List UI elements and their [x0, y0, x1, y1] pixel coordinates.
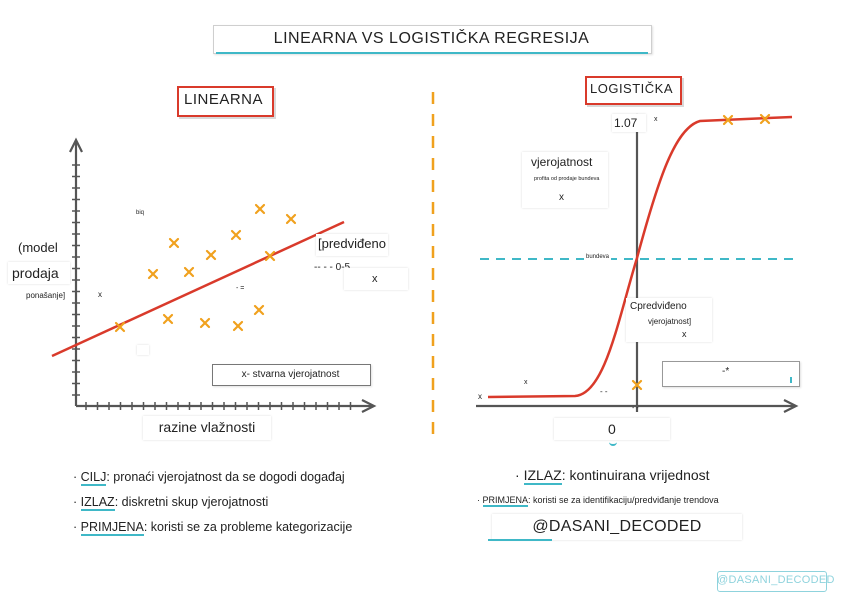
logistic-legend-box [662, 361, 800, 387]
linear-pred-label: [predviđeno [318, 236, 386, 251]
handle: @DASANI_DECODED [532, 518, 702, 535]
data-point-cross [183, 266, 195, 278]
linear-ylabel-bg [8, 262, 70, 284]
bullet-text: : pronaći vjerojatnost da se dogodi doga… [106, 470, 345, 484]
logistic-zero: 0 [608, 421, 616, 437]
data-point-cross [264, 250, 276, 262]
bullet-item: · PRIMJENA: koristi se za identifikaciju… [474, 494, 722, 507]
logistic-legend-tick [790, 377, 792, 383]
linear-xlabel: razine vlažnosti [158, 419, 256, 435]
handle-underline [488, 539, 552, 541]
title-underline [216, 52, 648, 54]
logistic-prob-sub: profita od prodaje bundeva [534, 176, 600, 182]
bullet-dot: · [515, 467, 524, 483]
data-point-cross [147, 268, 159, 280]
linear-pred-x: x [372, 273, 378, 285]
watermark-box [717, 571, 827, 592]
logistic-prob-bg [522, 152, 608, 208]
linear-xlabel-bg [143, 416, 271, 440]
bullet-text: : diskretni skup vjerojatnosti [114, 495, 269, 509]
bullet-text: : koristi se za probleme kategorizacije [143, 520, 353, 534]
bullet-key: PRIMJENA [482, 495, 529, 507]
bullet-key: IZLAZ [523, 467, 562, 485]
linear-pred-x-box [344, 268, 408, 290]
logistic-pred-label-2: vjerojatnost] [648, 317, 692, 326]
bullet-dot: · [73, 470, 81, 484]
data-point-cross [253, 304, 265, 316]
logistic-pred-label-1: Cpredviđeno [630, 301, 687, 312]
linear-pred-bg [316, 234, 388, 256]
logistic-origin-mark: - - [632, 405, 639, 412]
bullet-item: · IZLAZ: diskretni skup vjerojatnosti [70, 494, 272, 511]
bullet-key: IZLAZ [80, 495, 115, 511]
data-point-cross [162, 313, 174, 325]
data-point-cross [285, 213, 297, 225]
logistic-ytop-x: x [654, 116, 658, 123]
logistic-threshold-label: bundeva [584, 254, 612, 260]
bullet-dot: · [73, 495, 81, 509]
bullet-item: · CILJ: pronaći vjerojatnost da se dogod… [70, 469, 348, 486]
page-title: LINEARNA VS LOGISTIČKA REGRESIJA [273, 30, 590, 47]
linear-heading-box [177, 86, 274, 117]
data-point-cross [722, 114, 734, 126]
data-point-cross [759, 113, 771, 125]
linear-legend-box [212, 364, 371, 386]
linear-heading: LINEARNA [183, 91, 264, 108]
data-point-cross [199, 317, 211, 329]
logistic-axis-dashes: - - [600, 387, 608, 396]
data-point-cross [205, 249, 217, 261]
logistic-ytop: 1.07 [614, 116, 638, 130]
data-point-cross [254, 203, 266, 215]
bullet-item: · PRIMJENA: koristi se za probleme kateg… [70, 519, 356, 536]
linear-ylabel-model: (model [18, 240, 58, 255]
linear-legend: x- stvarna vjerojatnost [241, 369, 340, 380]
bullet-text: : kontinuirana vrijednost [561, 467, 710, 483]
logistic-prob-label: vjerojatnost [531, 155, 593, 169]
data-point-cross [230, 229, 242, 241]
linear-ylabel-prodaja: prodaja [12, 265, 59, 281]
data-point-cross [631, 379, 643, 391]
handle-bg [492, 514, 742, 540]
bullet-key: CILJ [80, 470, 107, 486]
data-point-cross [114, 321, 126, 333]
bullet-item: · IZLAZ: kontinuirana vrijednost [512, 466, 713, 485]
bullet-text: : koristi se za identifikaciju/predviđan… [528, 495, 719, 505]
linear-x-mark: x [98, 290, 102, 299]
logistic-legend-mark: -* [722, 366, 730, 377]
data-point-cross [232, 320, 244, 332]
logistic-prob-x: x [559, 192, 564, 203]
linear-blank-patch [137, 345, 149, 355]
linear-ylabel-ponasanje: ponašanje] [26, 291, 66, 300]
logistic-pred-x: x [682, 329, 687, 339]
logistic-zero-bg [554, 418, 670, 440]
bullet-key: PRIMJENA [80, 520, 144, 536]
logistic-axis-x-left: x [478, 392, 482, 401]
linear-pred-range: -- - - 0-5 [314, 262, 351, 273]
watermark: @DASANI_DECODED [717, 574, 835, 586]
bullet-dot: · [477, 495, 483, 505]
logistic-zero-accent [609, 440, 617, 446]
linear-minor-mark: - = [236, 285, 245, 292]
linear-tiny-label: biq [136, 210, 145, 216]
logistic-pred-bg [626, 298, 712, 342]
logistic-axis-x-mid: x [524, 379, 528, 386]
logistic-ytop-bg [612, 114, 646, 132]
bullet-dot: · [73, 520, 81, 534]
data-point-cross [168, 237, 180, 249]
logistic-heading: LOGISTIČKA [589, 81, 674, 96]
logistic-heading-box [585, 76, 682, 105]
